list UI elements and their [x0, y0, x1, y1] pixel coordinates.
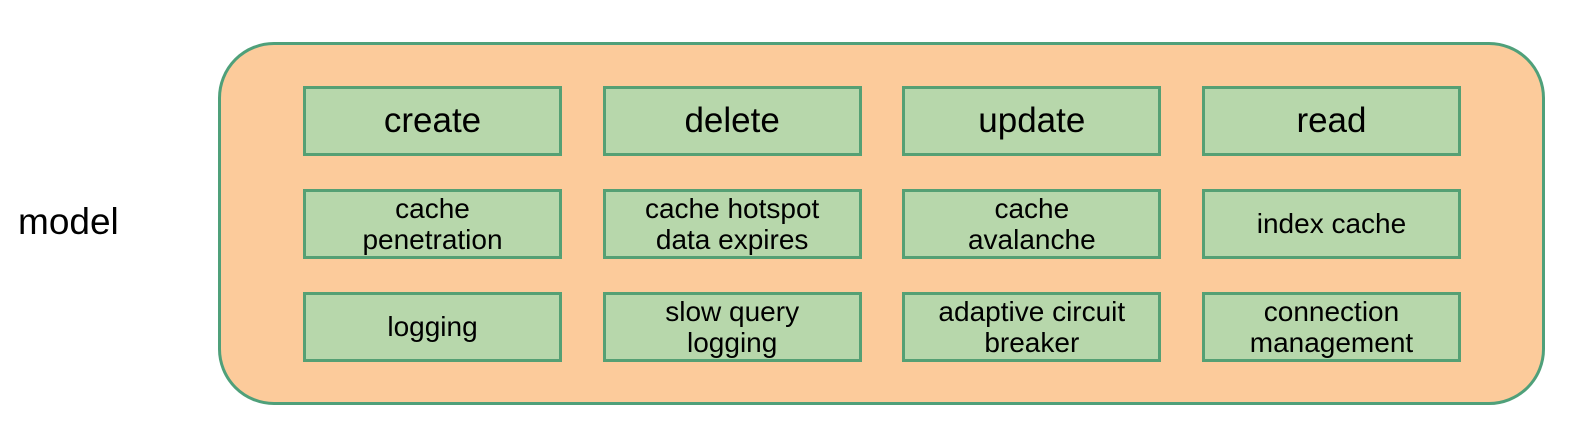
model-label: model: [18, 201, 119, 242]
node-cache-avalanche[interactable]: cache avalanche: [902, 189, 1162, 259]
node-update[interactable]: update: [902, 86, 1162, 156]
model-group-container: create delete update read cache penetrat…: [218, 42, 1545, 405]
node-create[interactable]: create: [303, 86, 562, 156]
node-index-cache[interactable]: index cache: [1201, 189, 1461, 259]
node-cache-penetration[interactable]: cache penetration: [303, 189, 562, 259]
node-logging[interactable]: logging: [303, 292, 562, 362]
node-delete[interactable]: delete: [602, 86, 862, 156]
node-row-observability-and-resilience: logging slow query logging adaptive circ…: [303, 292, 1461, 362]
node-read[interactable]: read: [1201, 86, 1461, 156]
node-row-operations: create delete update read: [303, 86, 1461, 156]
node-row-cache-concerns: cache penetration cache hotspot data exp…: [303, 189, 1461, 259]
node-adaptive-circuit-breaker[interactable]: adaptive circuit breaker: [902, 292, 1162, 362]
node-slow-query-logging[interactable]: slow query logging: [602, 292, 862, 362]
node-cache-hotspot-data-expires[interactable]: cache hotspot data expires: [602, 189, 862, 259]
node-connection-management[interactable]: connection management: [1201, 292, 1461, 362]
node-grid: create delete update read cache penetrat…: [221, 45, 1542, 402]
